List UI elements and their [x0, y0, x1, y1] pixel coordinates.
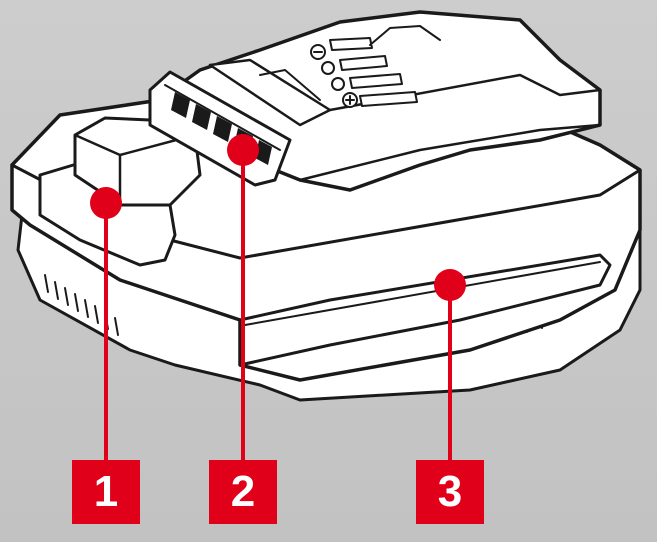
leader-dots — [90, 134, 466, 301]
minus-terminal-icon — [310, 44, 326, 60]
callout-2: 2 — [209, 460, 277, 524]
plus-terminal-icon — [342, 92, 358, 108]
leader-lines — [104, 148, 452, 462]
callout-1: 1 — [72, 460, 140, 524]
terminal-slots — [329, 25, 441, 107]
callout-3: 3 — [416, 460, 484, 524]
